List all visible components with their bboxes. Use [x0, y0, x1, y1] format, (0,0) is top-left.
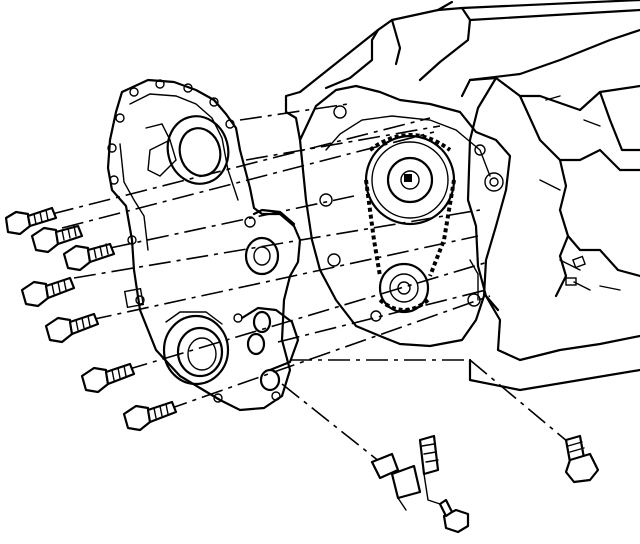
engine-block: [284, 0, 640, 392]
bolt-5: [44, 312, 100, 344]
bolt-2: [30, 224, 84, 254]
bolt-7: [122, 400, 178, 432]
block-bolt: [564, 434, 600, 484]
sensor-stud: [370, 434, 441, 511]
bolt-4: [20, 276, 76, 308]
bolt-6: [80, 362, 136, 394]
small-bolt: [438, 498, 470, 534]
timing-chain: [364, 133, 456, 312]
bolt-1: [4, 206, 58, 236]
front-cover: [106, 78, 302, 412]
alignment-lines: [51, 103, 581, 463]
crankshaft-sprocket: [378, 262, 430, 314]
camshaft-sprocket: [364, 134, 456, 226]
bolt-3: [62, 242, 116, 272]
block-front-face: [298, 84, 512, 348]
